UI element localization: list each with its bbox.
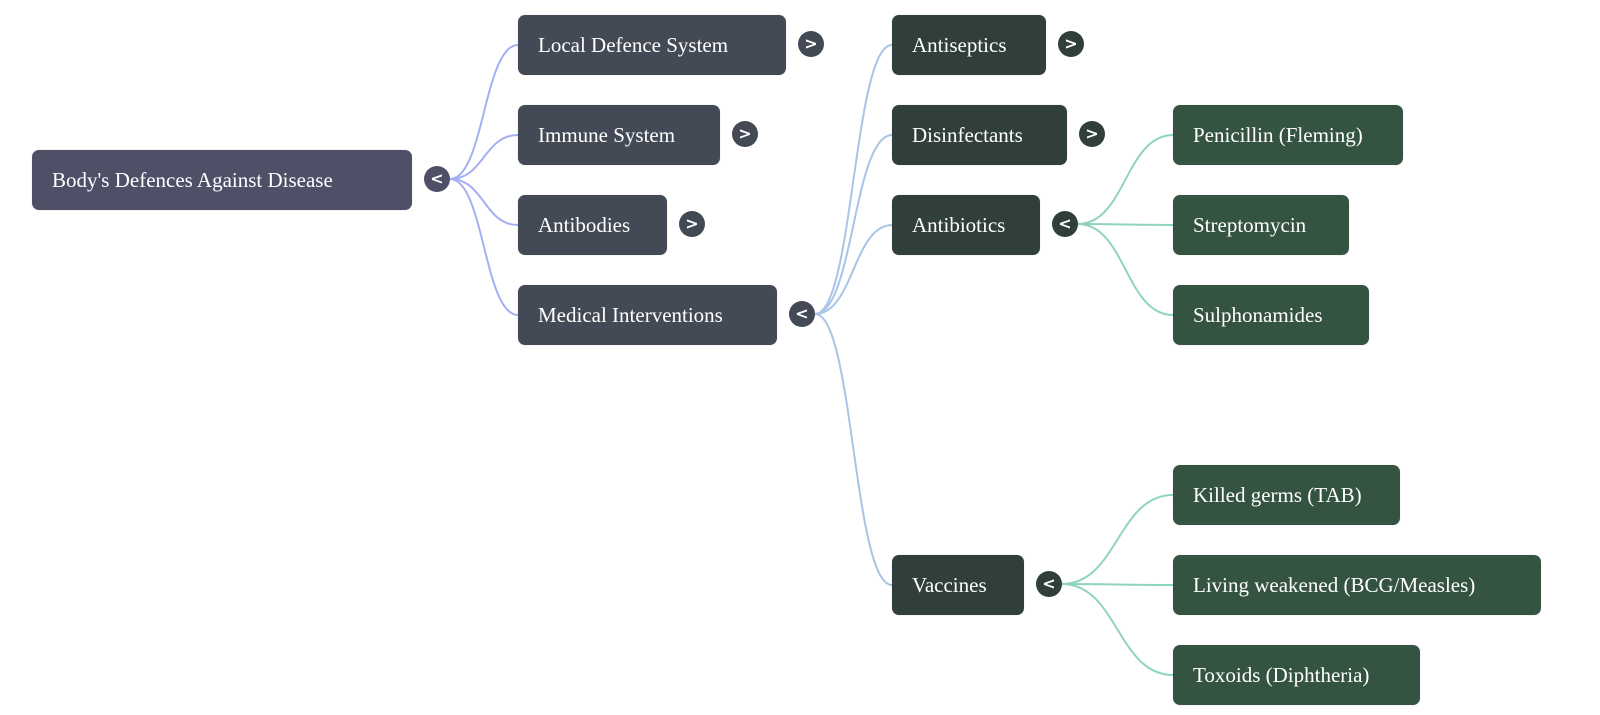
node-local-defence-system[interactable]: Local Defence System [518,15,786,75]
node-disinfectants[interactable]: Disinfectants [892,105,1067,165]
link-medical-to-child-3 [814,313,893,586]
node-antibodies[interactable]: Antibodies [518,195,667,255]
link-antibiotics-to-child-0 [1077,134,1174,225]
expand-toggle-disinfectants[interactable]: > [1079,121,1105,147]
link-vaccines-to-child-2 [1061,583,1174,676]
link-vaccines-to-child-0 [1061,494,1174,585]
collapse-toggle-vaccines[interactable]: < [1036,571,1062,597]
node-antibiotics[interactable]: Antibiotics [892,195,1040,255]
link-root-to-level1-2 [449,178,519,226]
link-antibiotics-to-child-1 [1077,223,1174,226]
node-immune-system[interactable]: Immune System [518,105,720,165]
expand-toggle-antiseptics[interactable]: > [1058,31,1084,57]
node-living-weakened[interactable]: Living weakened (BCG/Measles) [1173,555,1541,615]
link-root-to-level1-0 [449,44,519,180]
node-antiseptics[interactable]: Antiseptics [892,15,1046,75]
link-root-to-level1-1 [449,134,519,180]
link-medical-to-child-2 [814,224,893,315]
node-penicillin[interactable]: Penicillin (Fleming) [1173,105,1403,165]
node-killed-germs[interactable]: Killed germs (TAB) [1173,465,1400,525]
node-medical-interventions[interactable]: Medical Interventions [518,285,777,345]
link-medical-to-child-1 [814,134,893,315]
node-sulphonamides[interactable]: Sulphonamides [1173,285,1369,345]
root-node[interactable]: Body's Defences Against Disease [32,150,412,210]
expand-toggle-local-defence-system[interactable]: > [798,31,824,57]
collapse-toggle-antibiotics[interactable]: < [1052,211,1078,237]
link-vaccines-to-child-1 [1061,583,1174,586]
link-root-to-level1-3 [449,178,519,316]
link-antibiotics-to-child-2 [1077,223,1174,316]
collapse-toggle-medical-interventions[interactable]: < [789,301,815,327]
collapse-toggle-root[interactable]: < [424,166,450,192]
link-medical-to-child-0 [814,44,893,315]
node-toxoids[interactable]: Toxoids (Diphtheria) [1173,645,1420,705]
node-streptomycin[interactable]: Streptomycin [1173,195,1349,255]
expand-toggle-immune-system[interactable]: > [732,121,758,147]
expand-toggle-antibodies[interactable]: > [679,211,705,237]
node-vaccines[interactable]: Vaccines [892,555,1024,615]
